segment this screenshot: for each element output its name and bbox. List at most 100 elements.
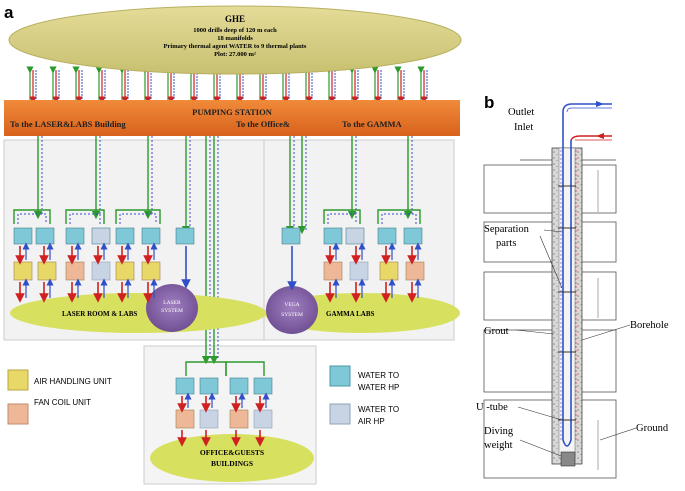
ghe-line-2: 18 manifolds (217, 35, 253, 42)
panel-a-letter: a (4, 3, 14, 22)
utube-leader (517, 406, 563, 421)
separation-leader-2 (543, 229, 563, 233)
manifold-green-0 (13, 209, 51, 224)
utube-inlet-bend (570, 135, 581, 141)
heat-pump-w2a-3 (91, 227, 111, 245)
legend-fcu-swatch (7, 403, 29, 425)
ghe-field (8, 5, 462, 75)
diving-weight (560, 451, 576, 467)
diving-leader (519, 439, 562, 457)
label-borehole: Borehole (630, 320, 669, 331)
vega-system-2: SYSTEM (281, 312, 303, 318)
section-box-4 (483, 329, 617, 393)
ground-leader (599, 427, 637, 441)
terminal-fcu-6 (323, 261, 343, 281)
terminal-fcu-o0 (175, 409, 195, 429)
terminal-fcu-o2 (229, 409, 249, 429)
outlet-pipe (562, 103, 612, 113)
ghe-line-3: Primary thermal agent WATER to 9 thermal… (164, 43, 307, 50)
manifold-green-2 (115, 209, 161, 224)
heat-pump-w2w-2 (65, 227, 85, 245)
manifold-green-4 (377, 209, 421, 224)
heat-pump-w2w-4 (115, 227, 135, 245)
heat-pump-w2w-11 (403, 227, 423, 245)
heat-pump-w2w-o2 (229, 377, 249, 395)
legend-w2a-swatch (329, 403, 351, 425)
pumping-to-gamma: To the GAMMA (342, 119, 403, 129)
pumping-to-office: To the Office& (236, 119, 290, 129)
section-box-3 (483, 271, 617, 321)
heat-pump-w2w-5 (141, 227, 161, 245)
section-box-1 (483, 164, 617, 214)
laser-system-1: LASER (163, 300, 181, 306)
office-floor (150, 434, 314, 482)
legend-w2w-2: WATER HP (358, 383, 399, 392)
outlet-arrow (596, 101, 604, 107)
heat-pump-w2w-o0 (175, 377, 195, 395)
terminal-fcu-9 (405, 261, 425, 281)
laser-room-floor (10, 293, 266, 333)
outlet-pipe-wall (566, 107, 612, 113)
heat-pump-w2a-9 (345, 227, 365, 245)
office-label-2: BUILDINGS (211, 459, 253, 468)
ghe-line-4: Plot: 27.000 m² (214, 51, 256, 58)
borehole-bore (558, 147, 576, 459)
manifold-blue-3 (327, 213, 357, 224)
terminal-ahu-1 (37, 261, 57, 281)
borehole-leader (581, 324, 631, 341)
legend-w2w-swatch (329, 365, 351, 387)
manifold-blue-4 (381, 213, 417, 224)
ghe-line-1: 1000 drills deep of 120 m each (193, 27, 277, 34)
legend: AIR HANDLING UNIT FAN COIL UNIT WATER TO… (7, 365, 399, 426)
manifold-blue-2 (119, 213, 157, 224)
section-box-2 (483, 221, 617, 263)
ghe-title: GHE (225, 14, 245, 24)
heat-pump-w2w-o3 (253, 377, 273, 395)
terminal-fcu-2 (65, 261, 85, 281)
gamma-labs-label: GAMMA LABS (326, 310, 375, 318)
laser-system-2: SYSTEM (161, 308, 183, 314)
terminal-ahu-0 (13, 261, 33, 281)
pumping-station (4, 100, 460, 136)
terminal-ahu-4 (115, 261, 135, 281)
label-separation-1: Separation (484, 224, 530, 235)
inlet-arrow (596, 133, 604, 139)
heat-pump-w2w-o1 (199, 377, 219, 395)
heat-pump-w2w-1 (35, 227, 55, 245)
manifold-blue-1 (69, 213, 101, 224)
legend-w2w-1: WATER TO (358, 371, 399, 380)
office-manifold-green-1 (225, 361, 265, 376)
pumping-title: PUMPING STATION (192, 107, 273, 117)
heat-pump-w2w-6 (175, 227, 195, 245)
pumping-to-laser: To the LASER&LABS Building (10, 119, 126, 129)
panel-b-borehole-section: b Outlet Inlet (476, 93, 669, 479)
manifold-green-3 (323, 209, 361, 224)
legend-w2a-2: AIR HP (358, 417, 385, 426)
label-diving-2: weight (484, 440, 513, 451)
laser-system (146, 284, 198, 332)
label-inlet: Inlet (514, 122, 533, 133)
terminal-w2a-7 (349, 261, 369, 281)
legend-ahu-swatch (7, 369, 29, 391)
section-box-5 (483, 399, 617, 479)
office-label-1: OFFICE&GUESTS (200, 448, 264, 457)
label-separation-2: parts (496, 238, 516, 249)
vega-system (266, 286, 318, 334)
heat-pump-w2w-10 (377, 227, 397, 245)
label-diving-1: Diving (484, 426, 514, 437)
vega-system-1: VEGA (284, 302, 299, 308)
label-utube: U -tube (476, 402, 508, 413)
separation-leader-1 (539, 235, 563, 289)
panel-b-letter: b (484, 93, 494, 112)
terminal-ahu-5 (141, 261, 161, 281)
utube-outlet-leg (562, 112, 572, 447)
heat-pump-w2w-7 (281, 227, 301, 245)
hvac-units (13, 227, 425, 447)
panel-a-plant-scheme: a GHE 1000 drills deep of 120 m each 18 … (3, 3, 462, 485)
heat-pump-w2w-0 (13, 227, 33, 245)
office-terminal-w2a-1 (199, 409, 219, 429)
manifold-green-1 (65, 209, 105, 224)
legend-ahu-label: AIR HANDLING UNIT (34, 377, 112, 386)
legend-w2a-1: WATER TO (358, 405, 399, 414)
label-ground: Ground (636, 423, 669, 434)
